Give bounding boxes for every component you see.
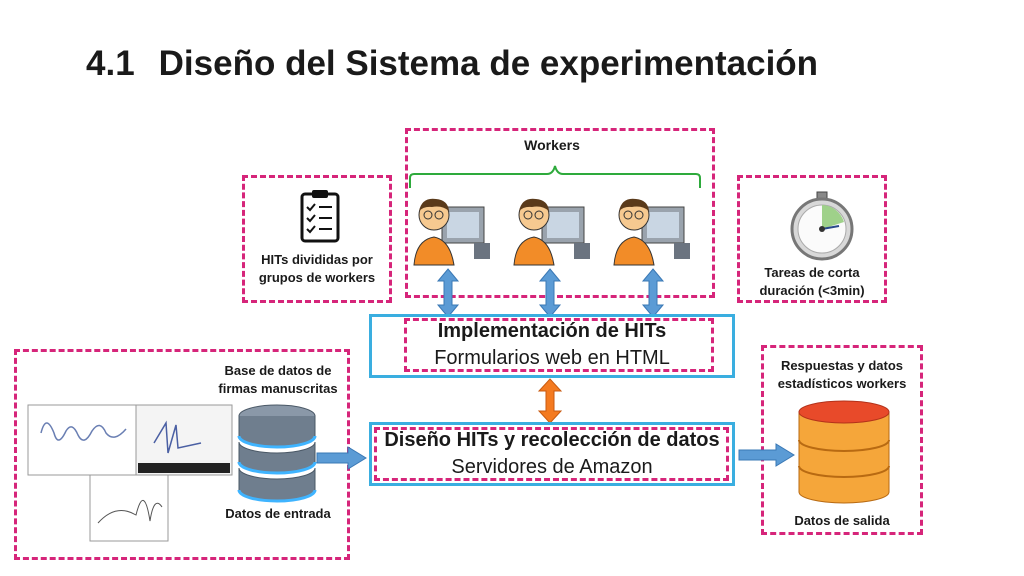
input-db-line2: firmas manuscritas [218, 381, 338, 396]
output-db-line1: Respuestas y datos [780, 358, 904, 373]
arrow-right-icon [316, 446, 367, 470]
hits-groups-box [242, 175, 392, 303]
tasks-line1: Tareas de corta [764, 265, 860, 280]
title-number: 4.1 [86, 44, 135, 83]
implementation-subtitle: Formularios web en HTML [434, 347, 670, 369]
tasks-box [737, 175, 887, 303]
hits-groups-line2: grupos de workers [258, 270, 376, 285]
double-arrow-icon [538, 268, 562, 318]
workers-brace [409, 165, 701, 188]
design-title: Diseño HITs y recolección de datos [384, 429, 720, 451]
input-db-footer: Datos de entrada [225, 506, 331, 521]
input-db-label: Base de datos de firmas manuscritas [210, 362, 346, 398]
workers-box [405, 128, 715, 298]
design-dashed [374, 427, 729, 481]
output-database-icon [798, 400, 890, 504]
title-text: Diseño del Sistema de experimentación [158, 44, 819, 83]
workers-label: Workers [524, 137, 580, 153]
worker-icon [613, 198, 690, 266]
implementation-title: Implementación de HITs [437, 320, 667, 342]
output-db-box [761, 345, 923, 535]
input-db-line1: Base de datos de [224, 363, 332, 378]
signature-images [27, 404, 233, 542]
hits-groups-label: HITs divididas por grupos de workers [250, 251, 384, 287]
slide-title: 4.1 Diseño del Sistema de experimentación [86, 44, 818, 84]
hits-groups-line1: HITs divididas por [261, 252, 373, 267]
output-db-label: Respuestas y datos estadísticos workers [768, 357, 916, 393]
design-subtitle: Servidores de Amazon [451, 456, 653, 478]
tasks-label: Tareas de corta duración (<3min) [744, 264, 880, 300]
worker-icon [513, 198, 590, 266]
double-arrow-icon [641, 268, 665, 318]
implementation-box [369, 314, 735, 378]
output-db-line2: estadísticos workers [777, 376, 907, 391]
double-arrow-icon [436, 268, 460, 318]
output-db-footer: Datos de salida [794, 513, 890, 528]
tasks-line2: duración (<3min) [759, 283, 865, 298]
design-box [369, 422, 735, 486]
worker-icon [413, 198, 490, 266]
input-database-icon [237, 404, 317, 503]
arrow-right-icon [738, 443, 795, 467]
stopwatch-icon [790, 191, 854, 261]
orange-double-arrow-icon [537, 378, 563, 424]
clipboard-icon [300, 190, 340, 243]
implementation-dashed [404, 318, 714, 372]
